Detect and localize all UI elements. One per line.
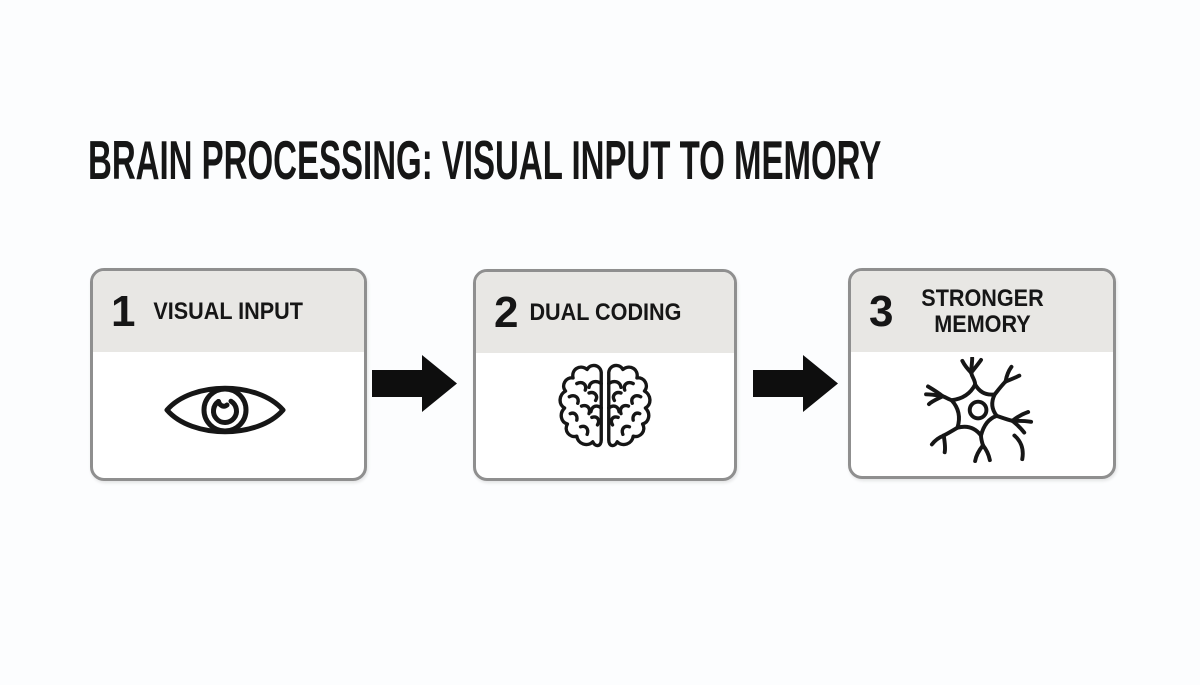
step-card-stronger-memory: 3 STRONGER MEMORY xyxy=(848,268,1116,479)
step-card-header: 1 VISUAL INPUT xyxy=(93,271,364,352)
diagram-title: BRAIN PROCESSING: VISUAL INPUT TO MEMORY xyxy=(88,129,882,191)
step-number: 1 xyxy=(111,286,136,336)
step-label: STRONGER MEMORY xyxy=(920,284,1044,338)
arrow-right-icon xyxy=(372,355,457,412)
arrow-right-icon xyxy=(753,355,838,412)
step-label: VISUAL INPUT xyxy=(153,297,304,325)
step-card-body xyxy=(476,353,734,478)
neuron-icon xyxy=(924,357,1034,464)
step-card-body xyxy=(851,352,1113,476)
brain-icon xyxy=(558,363,652,447)
step-card-header: 2 DUAL CODING xyxy=(476,272,734,353)
step-card-header: 3 STRONGER MEMORY xyxy=(851,271,1113,352)
step-card-body xyxy=(93,352,364,478)
step-number: 3 xyxy=(869,286,894,336)
step-card-visual-input: 1 VISUAL INPUT xyxy=(90,268,367,481)
eye-icon xyxy=(164,385,285,435)
step-card-dual-coding: 2 DUAL CODING xyxy=(473,269,737,481)
step-label: DUAL CODING xyxy=(528,298,681,326)
step-number: 2 xyxy=(494,287,519,337)
